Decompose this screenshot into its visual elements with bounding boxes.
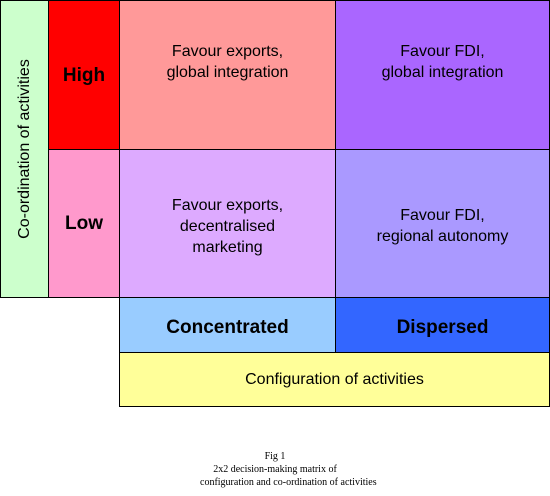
quadrant-bottom-right: Favour FDI, regional autonomy [335,149,550,298]
quadrant-bottom-right-line1: Favour FDI, [400,206,485,224]
figure-caption: Fig 1 2x2 decision-making matrix of conf… [200,450,377,489]
quadrant-top-left-line1: Favour exports, [171,43,284,60]
y-axis-label-box: Co-ordination of activities [0,0,49,298]
quadrant-top-left: Favour exports, global integration [119,0,336,150]
high-row-label: High [48,0,120,150]
low-row-label: Low [48,149,120,298]
x-axis-label-box: Configuration of activities [119,352,550,407]
quadrant-bottom-left-line1: Favour exports, [171,197,284,214]
dispersed-label: Dispersed [396,316,489,338]
caption-line-2: 2x2 decision-making matrix of [213,464,337,475]
quadrant-top-left-line2: global integration [166,64,289,81]
caption-fig-number: Fig 1 [264,451,286,462]
caption-line-3: configuration and co-ordination of activ… [200,477,377,488]
concentrated-label: Concentrated [166,316,289,338]
dispersed-column-label: Dispersed [335,297,550,353]
quadrant-bottom-left: Favour exports, decentralised marketing [119,149,336,298]
x-axis-label: Configuration of activities [245,371,424,388]
quadrant-bottom-left-line3: marketing [192,239,263,256]
quadrant-top-right-line2: global integration [381,64,504,81]
quadrant-bottom-right-line2: regional autonomy [376,227,509,245]
quadrant-top-right-line1: Favour FDI, [400,43,485,60]
quadrant-top-right: Favour FDI, global integration [335,0,550,150]
concentrated-column-label: Concentrated [119,297,336,353]
high-label: High [62,64,106,86]
y-axis-label: Co-ordination of activities [15,59,33,239]
quadrant-bottom-left-line2: decentralised [179,218,276,235]
low-label: Low [65,213,103,234]
